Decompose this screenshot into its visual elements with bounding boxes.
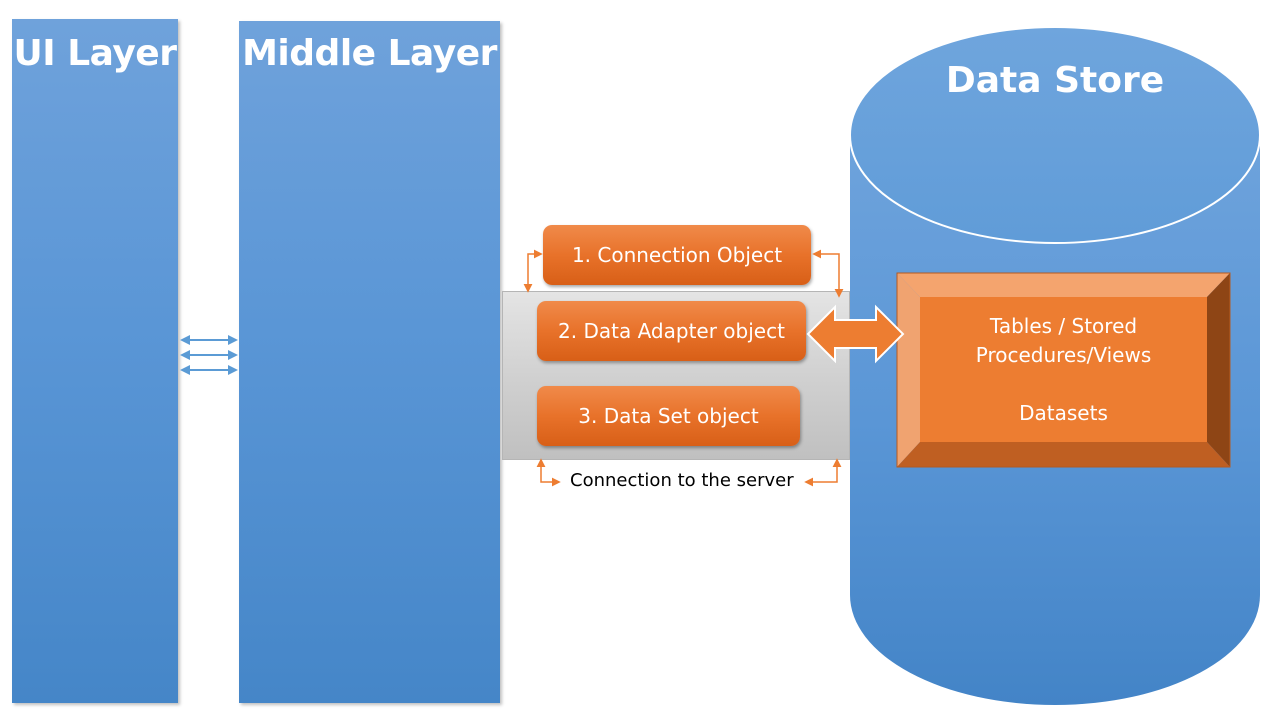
connection-object-box: 1. Connection Object bbox=[543, 225, 811, 285]
elbow-arrow-icon bbox=[804, 458, 842, 487]
ui-layer-panel: UI Layer bbox=[12, 19, 178, 703]
elbow-connectors bbox=[523, 249, 844, 487]
tables-bevel-box bbox=[896, 272, 1231, 468]
datasets-text: Datasets bbox=[1019, 401, 1108, 425]
bevel-right bbox=[1207, 273, 1230, 467]
elbow-arrow-icon bbox=[536, 458, 561, 487]
ui-layer-title: UI Layer bbox=[13, 33, 177, 74]
ui-middle-arrows bbox=[180, 335, 238, 375]
bevel-left bbox=[897, 273, 920, 467]
bevel-face bbox=[920, 297, 1207, 442]
data-store-title: Data Store bbox=[945, 60, 1165, 101]
elbow-arrow-icon bbox=[523, 249, 543, 293]
middle-layer-title: Middle Layer bbox=[242, 33, 497, 74]
procedures-views-text: Procedures/Views bbox=[975, 343, 1152, 367]
data-adapter-object-box: 2. Data Adapter object bbox=[537, 301, 806, 361]
connection-caption: Connection to the server bbox=[570, 470, 794, 491]
cylinder-top bbox=[849, 26, 1261, 244]
tables-stored-text: Tables / Stored bbox=[989, 314, 1138, 338]
middle-layer-panel: Middle Layer bbox=[239, 21, 500, 703]
bevel-bottom bbox=[897, 442, 1230, 467]
elbow-arrow-icon bbox=[812, 249, 844, 298]
data-set-object-box: 3. Data Set object bbox=[537, 386, 800, 446]
double-arrow-icon bbox=[806, 304, 905, 364]
bevel-top bbox=[897, 273, 1230, 297]
bevel-outline bbox=[896, 272, 1231, 468]
